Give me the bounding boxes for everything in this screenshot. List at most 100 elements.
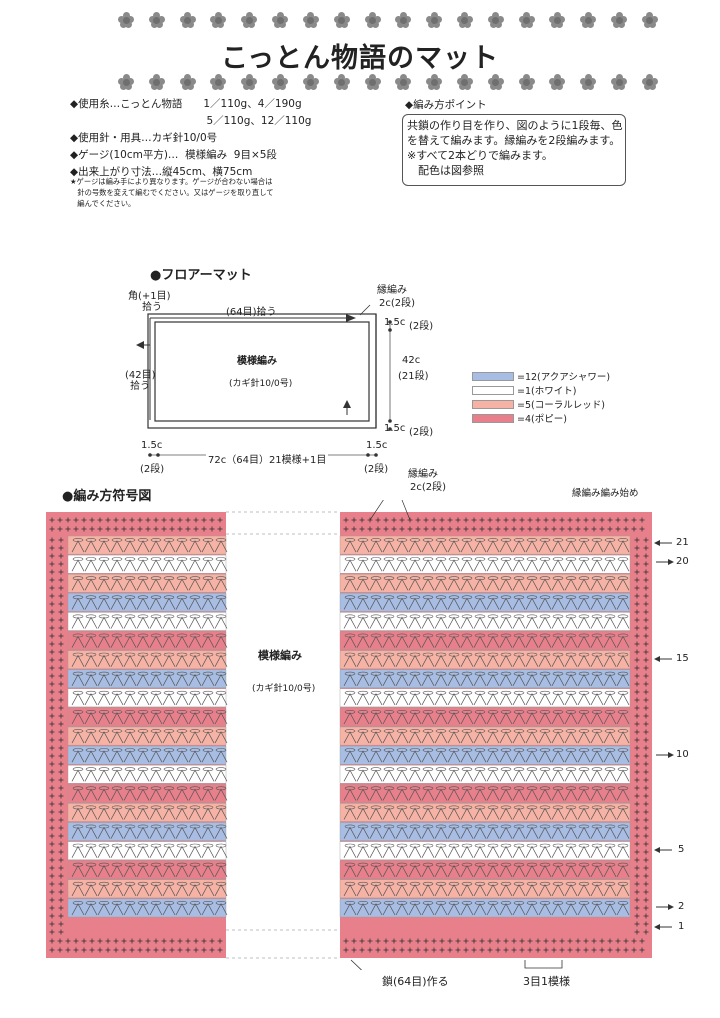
stitch-symbol (343, 750, 357, 763)
stitch-symbol (460, 845, 474, 858)
chain-symbol (422, 633, 434, 638)
stitch-symbol (71, 807, 85, 820)
stitch-symbol (460, 559, 474, 572)
stitch-symbol (136, 769, 150, 782)
chain-symbol (539, 824, 551, 829)
stripe-row (339, 554, 631, 574)
chain-symbol (163, 881, 175, 886)
chain-symbol (604, 576, 616, 581)
stitch-symbol (460, 826, 474, 839)
stitch-symbol (551, 540, 565, 553)
stitch-symbol (577, 731, 591, 744)
stitch-symbol (110, 616, 124, 629)
stitch-symbol (97, 597, 111, 610)
stitch-symbol (201, 826, 215, 839)
stitch-symbol (577, 864, 591, 877)
chain-symbol (137, 709, 149, 714)
chain-symbol (72, 671, 84, 676)
stitch-symbol (460, 540, 474, 553)
chain-symbol (163, 614, 175, 619)
stitch-symbol (564, 864, 578, 877)
stitch-symbol (162, 616, 176, 629)
chain-symbol (383, 900, 395, 905)
stitch-symbol (71, 884, 85, 897)
chain-symbol (72, 767, 84, 772)
stitch-symbol (97, 788, 111, 801)
chain-symbol (448, 652, 460, 657)
chain-symbol (591, 767, 603, 772)
chain-symbol (422, 824, 434, 829)
chain-symbol (565, 576, 577, 581)
chain-symbol (111, 786, 123, 791)
chain-symbol (344, 729, 356, 733)
stitch-symbol (434, 654, 448, 667)
chain-symbol (202, 538, 214, 542)
stitch-chart (46, 500, 674, 970)
stitch-symbol (538, 654, 552, 667)
stitch-symbol (408, 731, 422, 744)
chain-symbol (163, 633, 175, 638)
stitch-symbol (343, 635, 357, 648)
stitch-symbol (408, 788, 422, 801)
stitch-symbol (382, 673, 396, 686)
chain-label: 鎖(64目)作る (382, 975, 449, 988)
stitch-symbol (395, 807, 409, 820)
stitch-symbol (149, 807, 163, 820)
chain-symbol (513, 862, 525, 867)
chain-symbol (98, 595, 110, 600)
stitch-symbol (551, 788, 565, 801)
stitch-symbol (421, 540, 435, 553)
stitch-symbol (123, 597, 137, 610)
stitch-symbol (136, 616, 150, 629)
stitch-symbol (499, 540, 513, 553)
chain-symbol (202, 671, 214, 676)
stitch-symbol (356, 769, 370, 782)
stitch-symbol (188, 807, 202, 820)
stitch-symbol (512, 712, 526, 725)
stitch-symbol (590, 807, 604, 820)
stripe-row (339, 765, 631, 784)
stitch-symbol (343, 712, 357, 725)
chain-symbol (422, 748, 434, 753)
chain-symbol (344, 900, 356, 905)
chain-symbol (137, 862, 149, 867)
chain-symbol (163, 900, 175, 905)
stitch-symbol (356, 712, 370, 725)
chain-symbol (150, 538, 162, 542)
chain-symbol (461, 767, 473, 772)
stitch-symbol (71, 654, 85, 667)
chain-symbol (487, 748, 499, 753)
materials-line: ◆出来上がり寸法…縦45cm、横75cm (70, 166, 253, 178)
chain-symbol (370, 633, 382, 638)
stitch-symbol (369, 712, 383, 725)
chain-symbol (215, 805, 227, 810)
chain-symbol (448, 786, 460, 791)
stitch-symbol (71, 635, 85, 648)
chain-symbol (111, 614, 123, 619)
chain-symbol (124, 748, 136, 753)
chain-symbol (617, 652, 629, 657)
stitch-symbol (84, 807, 98, 820)
stitch-symbol (486, 731, 500, 744)
stitch-symbol (136, 826, 150, 839)
stitch-symbol (382, 712, 396, 725)
stitch-symbol (603, 578, 617, 591)
stitch-symbol (356, 903, 370, 916)
chain-symbol (500, 614, 512, 619)
stitch-symbol (149, 845, 163, 858)
chain-symbol (448, 843, 460, 848)
stitch-symbol (71, 673, 85, 686)
stitch-symbol (564, 693, 578, 706)
chain-symbol (357, 748, 369, 753)
stitch-symbol (97, 807, 111, 820)
chain-symbol (617, 824, 629, 829)
stitch-symbol (408, 654, 422, 667)
stitch-symbol (486, 559, 500, 572)
chain-symbol (539, 671, 551, 676)
chain-symbol (409, 576, 421, 581)
stitch-symbol (486, 750, 500, 763)
chain-symbol (85, 786, 97, 791)
chain-symbol (474, 786, 486, 791)
chain-symbol (578, 633, 590, 638)
stitch-symbol (84, 616, 98, 629)
